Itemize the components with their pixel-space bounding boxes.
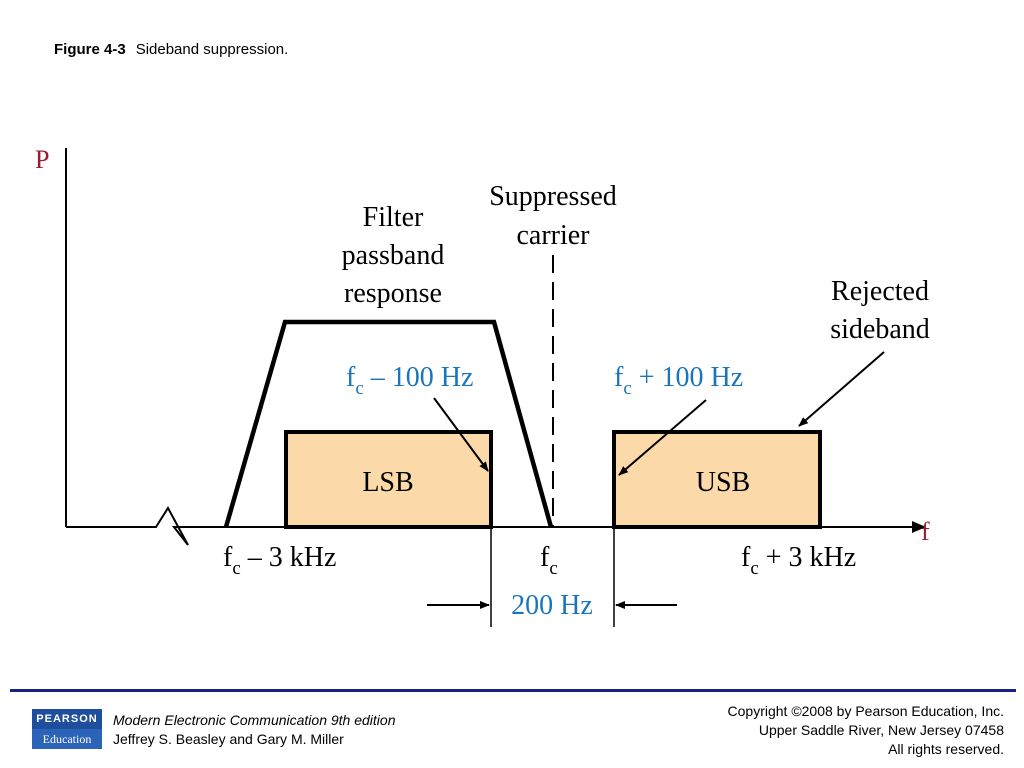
lower-edge-arrow	[433, 397, 489, 472]
copyright-line2: Upper Saddle River, New Jersey 07458	[758, 722, 1004, 738]
lsb-box	[284, 430, 493, 529]
book-info: Modern Electronic Communication 9th edit…	[113, 711, 395, 749]
logo-top: PEARSON	[32, 709, 102, 729]
tick-label-right: fc + 3 kHz	[741, 542, 856, 579]
usb-label: USB	[696, 467, 750, 498]
usb-box	[612, 430, 822, 529]
lower-edge-label: fc – 100 Hz	[346, 362, 473, 399]
upper-edge-label: fc + 100 Hz	[614, 362, 743, 399]
figure-caption: Figure 4-3 Sideband suppression.	[54, 41, 288, 58]
y-axis-label: P	[35, 145, 49, 174]
figure-title: Sideband suppression.	[135, 41, 289, 58]
filter-label-line1: Filter	[363, 202, 424, 233]
copyright-notice: Copyright ©2008 by Pearson Education, In…	[728, 702, 1004, 759]
copyright-line1: Copyright ©2008 by Pearson Education, In…	[727, 703, 1004, 719]
rejected-label-line1: Rejected	[831, 276, 929, 307]
x-axis-label: f	[921, 517, 930, 546]
rejected-arrow	[798, 351, 885, 427]
carrier-label-line2: carrier	[516, 220, 590, 251]
filter-label-line2: passband	[342, 240, 445, 271]
tick-label-center: fc	[540, 542, 558, 579]
filter-passband-curve	[223, 319, 554, 528]
book-title: Modern Electronic Communication 9th edit…	[113, 712, 396, 728]
pearson-logo: PEARSON Education	[32, 709, 102, 749]
lsb-label: LSB	[362, 467, 413, 498]
carrier-label-line1: Suppressed	[489, 181, 617, 212]
logo-bottom: Education	[32, 729, 102, 749]
gap-label: 200 Hz	[511, 590, 593, 621]
copyright-line3: All rights reserved.	[888, 741, 1004, 757]
rejected-label-line2: sideband	[830, 314, 930, 345]
book-authors: Jeffrey S. Beasley and Gary M. Miller	[113, 731, 344, 747]
footer-divider	[10, 689, 1016, 692]
tick-label-left: fc – 3 kHz	[223, 542, 336, 579]
x-axis-arrowhead	[912, 521, 926, 533]
figure-number: Figure 4-3	[54, 41, 126, 58]
filter-label-line3: response	[344, 278, 442, 309]
upper-edge-arrow	[618, 399, 707, 476]
